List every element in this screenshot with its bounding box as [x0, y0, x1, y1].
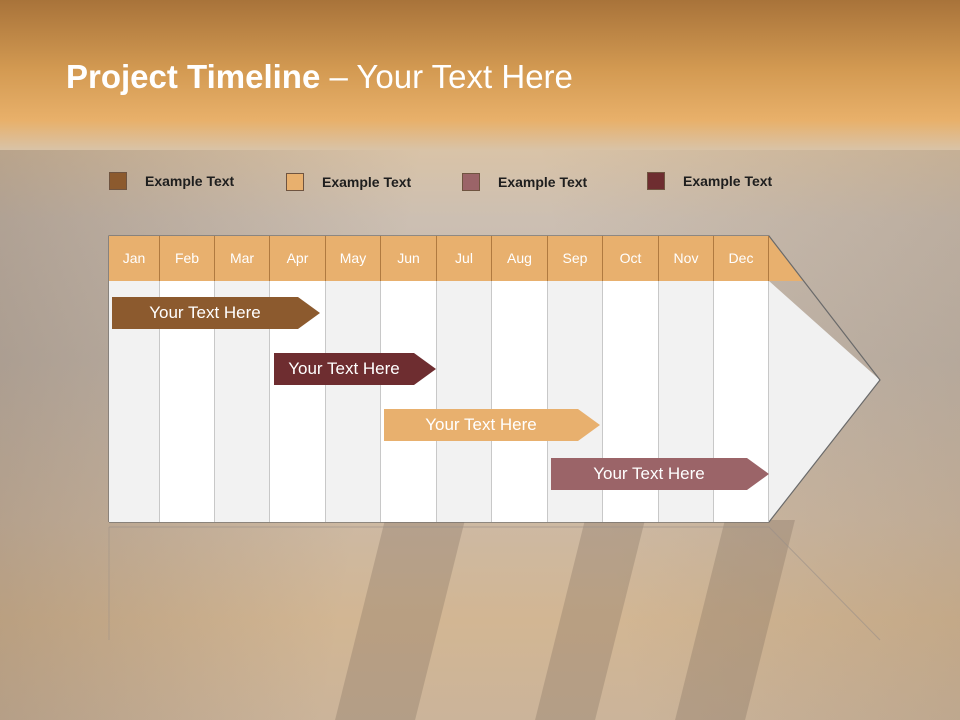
legend-item: Example Text — [647, 170, 772, 192]
timeline-task-bar: Your Text Here — [274, 353, 436, 385]
month-column — [492, 281, 548, 522]
legend-swatch — [462, 173, 480, 191]
month-label-may: May — [326, 236, 381, 281]
legend-label: Example Text — [145, 173, 235, 189]
month-label-aug: Aug — [492, 236, 548, 281]
month-column — [381, 281, 437, 522]
month-label-feb: Feb — [160, 236, 215, 281]
month-label-apr: Apr — [270, 236, 326, 281]
month-label-nov: Nov — [659, 236, 714, 281]
timeline-task-bar: Your Text Here — [551, 458, 769, 490]
month-label-jan: Jan — [109, 236, 160, 281]
legend-swatch — [109, 172, 127, 190]
legend-label: Example Text — [498, 174, 588, 190]
month-label-mar: Mar — [215, 236, 270, 281]
month-label-jun: Jun — [381, 236, 437, 281]
legend-swatch — [286, 173, 304, 191]
month-column — [326, 281, 381, 522]
legend-item: Example Text — [286, 171, 411, 193]
legend-label: Example Text — [322, 174, 412, 190]
legend-item: Example Text — [462, 171, 587, 193]
title-bold: Project Timeline — [66, 58, 321, 95]
month-column — [437, 281, 492, 522]
timeline-task-bar: Your Text Here — [112, 297, 320, 329]
month-label-dec: Dec — [714, 236, 769, 281]
month-label-sep: Sep — [548, 236, 603, 281]
timeline-task-bar: Your Text Here — [384, 409, 600, 441]
month-label-oct: Oct — [603, 236, 659, 281]
legend-item: Example Text — [109, 170, 234, 192]
title-rest: – Your Text Here — [320, 58, 573, 95]
month-label-jul: Jul — [437, 236, 492, 281]
legend-swatch — [647, 172, 665, 190]
slide-title: Project Timeline – Your Text Here — [66, 58, 573, 96]
legend-label: Example Text — [683, 173, 773, 189]
